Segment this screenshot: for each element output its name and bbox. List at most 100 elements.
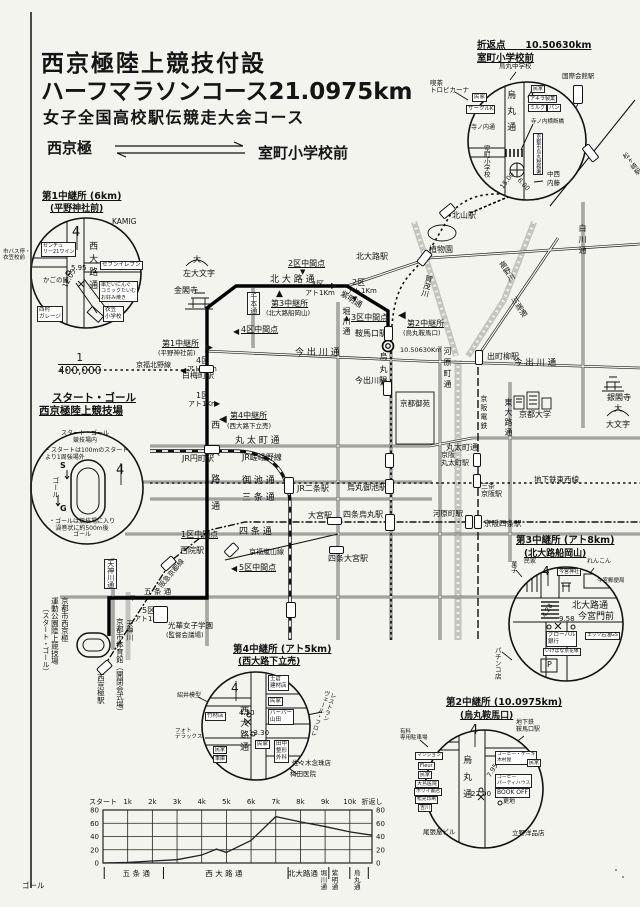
- map-label: 田中 整形 外科: [274, 740, 290, 763]
- scan-edge-line: [30, 12, 32, 888]
- map-label: 吉川: [418, 804, 433, 813]
- relay3-title: 第3中継所 (アト8km): [516, 535, 615, 546]
- map-label: 京阪四条駅: [484, 519, 522, 528]
- map-label: (北大路船岡山): [266, 309, 311, 317]
- relay4-subtitle: (西大路下立売): [238, 657, 301, 667]
- map-label: 金閣寺: [174, 286, 198, 295]
- map-label: 2区中間点: [288, 259, 326, 268]
- map-label: 民家: [268, 697, 284, 706]
- map-label: 今宮郵便局: [597, 578, 625, 584]
- map-label: 鞍馬口駅: [355, 329, 387, 338]
- page-subtitle: 女子全国高校駅伝競走大会コース: [43, 108, 305, 127]
- map-label: 松光印刷: [415, 796, 439, 804]
- chart-street-label: 西 大 路 通: [205, 868, 243, 878]
- map-scale-denominator: 400,000: [58, 365, 102, 377]
- map-label: 第4中継所: [230, 411, 268, 420]
- map-label: 5区中間点: [239, 563, 277, 572]
- map-label: れんこん: [587, 558, 612, 565]
- map-label: 民家: [213, 746, 228, 755]
- scan-speck: [622, 876, 624, 878]
- map-label: 4区中間点: [241, 325, 279, 334]
- map-label: 西大路通: [87, 241, 98, 293]
- map-label: 京都市西京極: [60, 597, 70, 642]
- map-label: ▲: [276, 289, 283, 299]
- chart-ytick-left: 60: [90, 820, 99, 828]
- map-label: 第1中継所: [162, 339, 200, 348]
- map-label: (監督会議場): [166, 631, 204, 639]
- map-label: 運動公園陸上競技場: [50, 597, 60, 665]
- relay1-subtitle: (平野神社前): [50, 204, 104, 214]
- chart-ytick-right: 80: [376, 807, 385, 815]
- map-label: 4: [231, 681, 239, 695]
- map-label: S: [60, 461, 66, 470]
- map-label: 室町小学校: [482, 145, 491, 178]
- map-label: 梅田医院: [290, 770, 316, 778]
- map-label: 13.30: [249, 729, 270, 737]
- map-label: 地下鉄 鞍馬口駅: [516, 719, 541, 733]
- map-label: 串だいにんぐ コミックたいむ お好み焼き: [99, 281, 139, 302]
- station-marker: [573, 85, 583, 104]
- map-label: 京都御苑: [400, 399, 430, 408]
- map-label: 四条烏丸駅: [343, 510, 383, 519]
- map-label: 西村 ガレージ: [37, 306, 63, 322]
- map-label: Fleur: [418, 762, 435, 771]
- map-label: 民家: [524, 558, 537, 565]
- map-label: 西京極駅: [96, 674, 106, 704]
- chart-xtick: 8k: [296, 798, 305, 806]
- map-label: アト1Km: [188, 400, 218, 408]
- map-label: 3区中間点: [351, 313, 389, 322]
- chart-xtick: 7k: [271, 798, 280, 806]
- map-label: フォト デラックス: [175, 728, 203, 741]
- chart-xtick: 4k: [197, 798, 206, 806]
- map-label: 植物園: [429, 245, 453, 254]
- map-label: ▶: [206, 343, 213, 353]
- turnaround-subtitle: 室町小学校前: [477, 53, 535, 64]
- map-label: 堀川通: [341, 307, 351, 337]
- map-label: 4: [470, 723, 479, 738]
- map-label: 更地: [503, 798, 516, 805]
- map-label: 寺ノ内通: [471, 124, 496, 131]
- map-label: (烏丸鞍馬口): [403, 329, 441, 337]
- map-label: 22.00: [471, 790, 492, 798]
- map-label: 民家: [531, 85, 546, 94]
- map-label: (西大路下立売): [227, 422, 272, 430]
- map-label: JR二条駅: [297, 484, 329, 493]
- startgoal-title: スタート・ゴール: [52, 392, 136, 404]
- map-label: 大島医院: [415, 780, 440, 789]
- turnaround-title: 折返点 10.50630km: [477, 40, 592, 51]
- map-label: 紹井模型: [177, 692, 202, 699]
- map-label: 立野洋品店: [512, 829, 545, 837]
- map-label: 民家: [255, 740, 271, 749]
- scan-speck: [615, 869, 617, 871]
- map-label: かごの屋: [43, 276, 69, 284]
- chart-ytick-right: 0: [376, 860, 380, 868]
- map-label: 有料 専用駐車場: [400, 729, 428, 742]
- map-label: 京都市烏丸税務署: [533, 133, 544, 175]
- map-label: 寺ノ内横断橋: [531, 119, 565, 125]
- map-label: 烏丸通: [378, 352, 388, 391]
- map-label: ◀: [219, 414, 227, 425]
- map-label: 五 条 通: [144, 587, 172, 596]
- station-marker: [286, 602, 296, 618]
- map-label: KAMIG: [112, 217, 137, 226]
- map-label: コーヒー パーティハウス: [495, 774, 533, 788]
- map-label: 京福嵐山線: [249, 548, 284, 556]
- station-marker: [465, 515, 473, 529]
- map-label: 四条大宮駅: [328, 554, 368, 563]
- chart-xtick: 2k: [148, 798, 157, 806]
- map-label: 2区: [352, 278, 366, 287]
- map-label: 4: [542, 564, 550, 578]
- map-label: グローバル 銀行: [546, 631, 578, 647]
- map-label: アキラ製菓: [528, 95, 558, 104]
- chart-street-label: 五 条 通: [123, 868, 151, 878]
- map-label: コーヒー・ケーキ 木村屋: [495, 751, 538, 765]
- map-label: ▶: [214, 399, 221, 408]
- chart-ytick-left: 40: [90, 833, 99, 841]
